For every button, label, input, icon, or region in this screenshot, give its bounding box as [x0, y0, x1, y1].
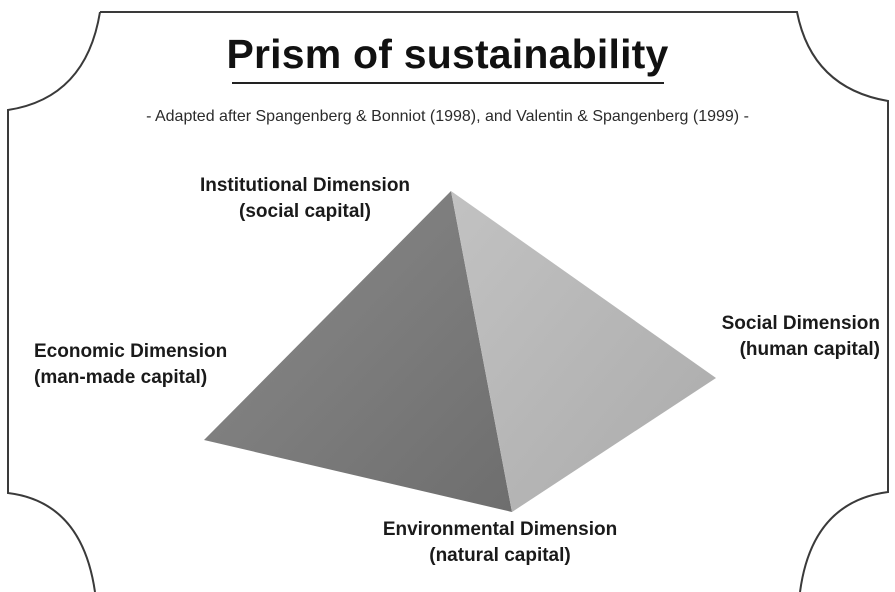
pyramid-right-face	[451, 191, 716, 512]
environmental-dimension-name: Environmental Dimension	[382, 519, 618, 540]
frame-border	[7, 11, 889, 592]
institutional-dimension-capital: (social capital)	[239, 201, 371, 222]
institutional-dimension-label: Institutional Dimension (social capital)	[160, 173, 450, 225]
institutional-dimension-name: Institutional Dimension	[199, 175, 411, 196]
economic-dimension-label: Economic Dimension (man-made capital)	[34, 339, 294, 391]
page-title: Prism of sustainability	[226, 31, 669, 77]
title-underline	[232, 82, 664, 84]
environmental-dimension-capital: (natural capital)	[429, 545, 571, 566]
social-dimension-name: Social Dimension	[721, 313, 880, 334]
social-dimension-label: Social Dimension (human capital)	[640, 311, 880, 363]
economic-dimension-name: Economic Dimension	[34, 341, 228, 362]
environmental-dimension-label: Environmental Dimension (natural capital…	[330, 517, 670, 569]
economic-dimension-capital: (man-made capital)	[34, 367, 208, 388]
subtitle: - Adapted after Spangenberg & Bonniot (1…	[146, 108, 749, 125]
pyramid-left-face	[204, 191, 512, 512]
social-dimension-capital: (human capital)	[739, 339, 880, 360]
